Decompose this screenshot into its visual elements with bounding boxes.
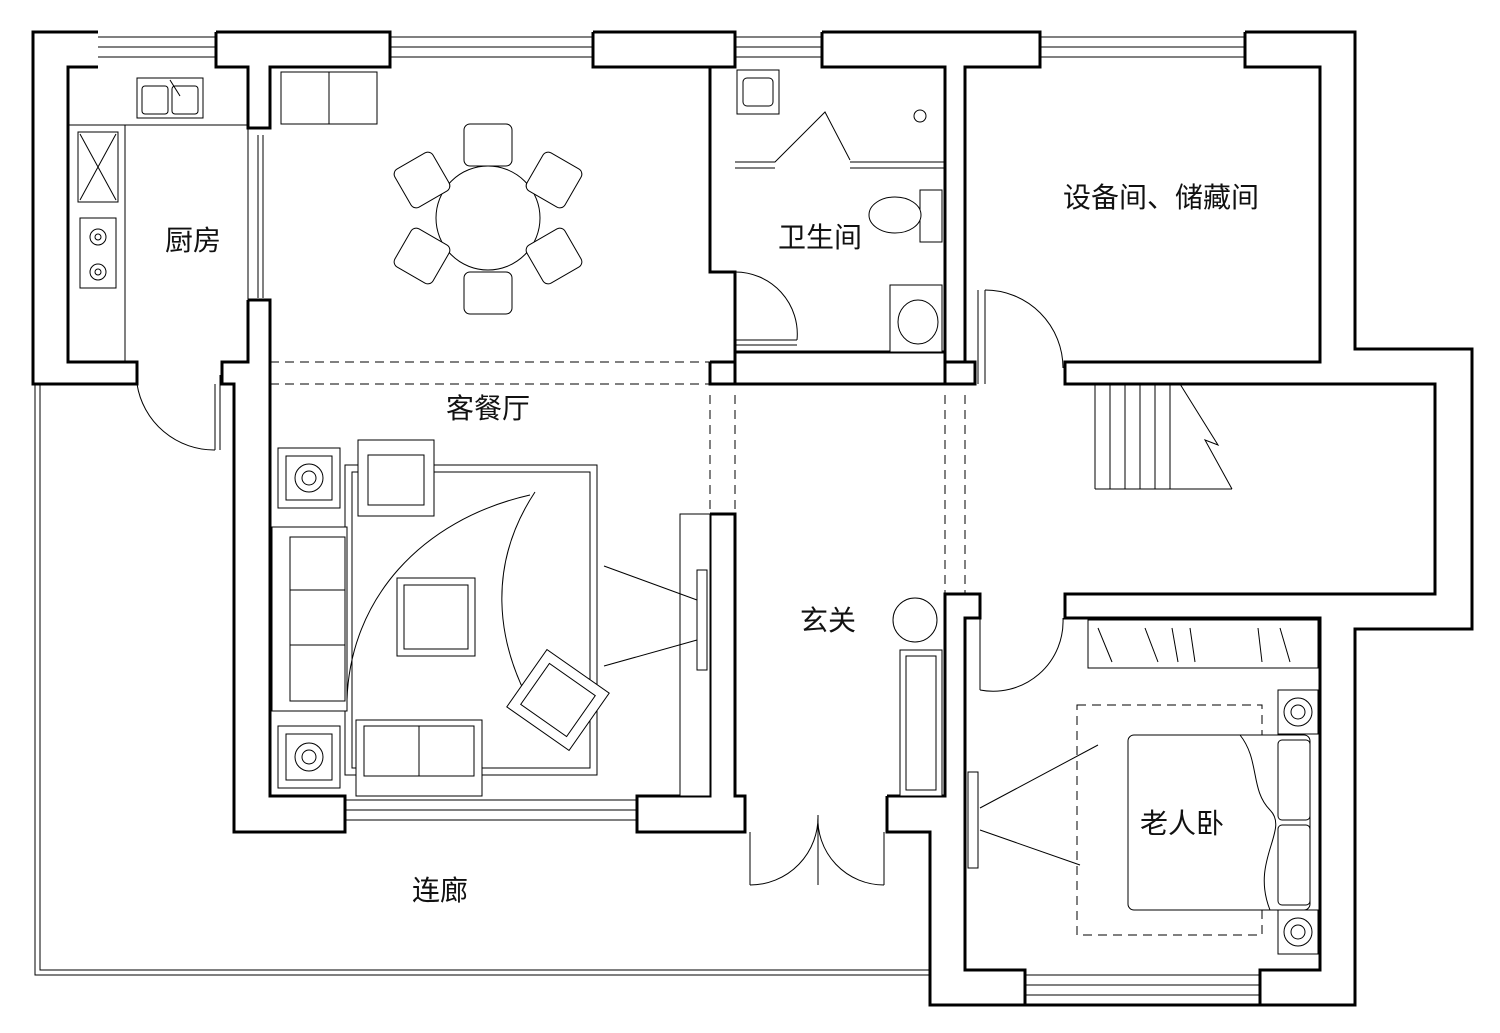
bedroom-furniture <box>967 619 1319 955</box>
label-corridor: 连廊 <box>412 874 468 907</box>
dashed-openings <box>270 361 966 594</box>
label-storage: 设备间、储藏间 <box>1063 181 1259 214</box>
room-labels: 厨房 客餐厅 卫生间 设备间、储藏间 玄关 老人卧 连廊 <box>165 181 1259 907</box>
label-foyer: 玄关 <box>800 604 856 637</box>
label-dining-living: 客餐厅 <box>446 392 530 425</box>
label-kitchen: 厨房 <box>165 224 221 257</box>
stairs <box>1094 383 1233 490</box>
bathroom-fixtures <box>736 69 943 353</box>
doors <box>136 111 1064 886</box>
foyer-furniture <box>892 597 943 797</box>
living-furniture <box>271 439 711 797</box>
corridor-outline <box>34 384 930 976</box>
label-elder-bedroom: 老人卧 <box>1140 807 1224 840</box>
kitchen-furniture <box>68 77 248 362</box>
label-bathroom: 卫生间 <box>778 221 862 254</box>
windows <box>98 36 1260 996</box>
dining-furniture <box>280 71 583 315</box>
